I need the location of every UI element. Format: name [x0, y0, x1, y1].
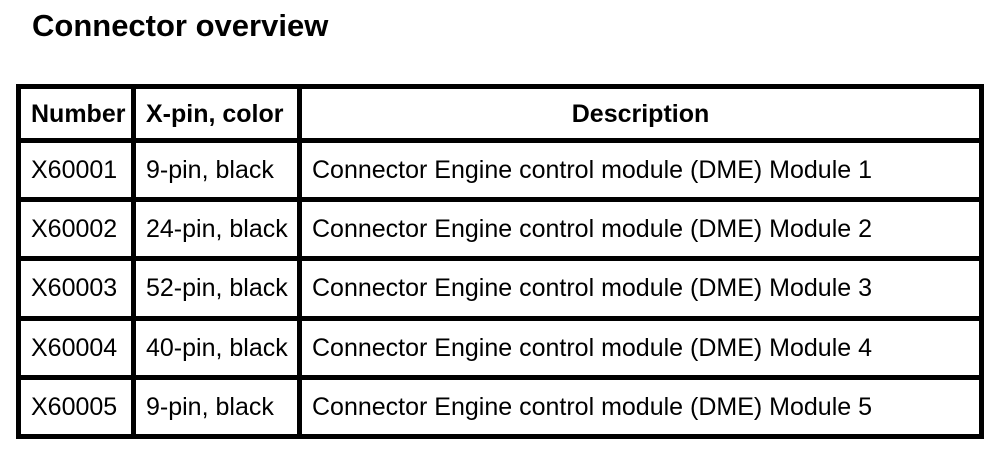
header-number: Number — [16, 84, 136, 143]
connector-table: Number X-pin, color Description X60001 9… — [16, 84, 984, 440]
table-row: X60005 9-pin, black Connector Engine con… — [16, 374, 984, 440]
table-row: X60001 9-pin, black Connector Engine con… — [16, 137, 984, 203]
cell-description: Connector Engine control module (DME) Mo… — [297, 256, 984, 321]
cell-description: Connector Engine control module (DME) Mo… — [297, 374, 984, 440]
cell-description: Connector Engine control module (DME) Mo… — [297, 197, 984, 262]
header-description: Description — [297, 84, 984, 143]
cell-number: X60003 — [16, 256, 136, 321]
cell-xpin-color: 9-pin, black — [131, 137, 302, 203]
cell-xpin-color: 52-pin, black — [131, 256, 302, 321]
cell-description: Connector Engine control module (DME) Mo… — [297, 315, 984, 380]
cell-number: X60002 — [16, 197, 136, 262]
table-header-row: Number X-pin, color Description — [16, 84, 984, 143]
table-row: X60003 52-pin, black Connector Engine co… — [16, 256, 984, 321]
cell-description: Connector Engine control module (DME) Mo… — [297, 137, 984, 203]
table-row: X60004 40-pin, black Connector Engine co… — [16, 315, 984, 380]
cell-number: X60001 — [16, 137, 136, 203]
cell-xpin-color: 9-pin, black — [131, 374, 302, 440]
page-title: Connector overview — [32, 8, 329, 43]
cell-number: X60004 — [16, 315, 136, 380]
header-xpin-color: X-pin, color — [131, 84, 302, 143]
table-row: X60002 24-pin, black Connector Engine co… — [16, 197, 984, 262]
cell-number: X60005 — [16, 374, 136, 440]
cell-xpin-color: 40-pin, black — [131, 315, 302, 380]
cell-xpin-color: 24-pin, black — [131, 197, 302, 262]
